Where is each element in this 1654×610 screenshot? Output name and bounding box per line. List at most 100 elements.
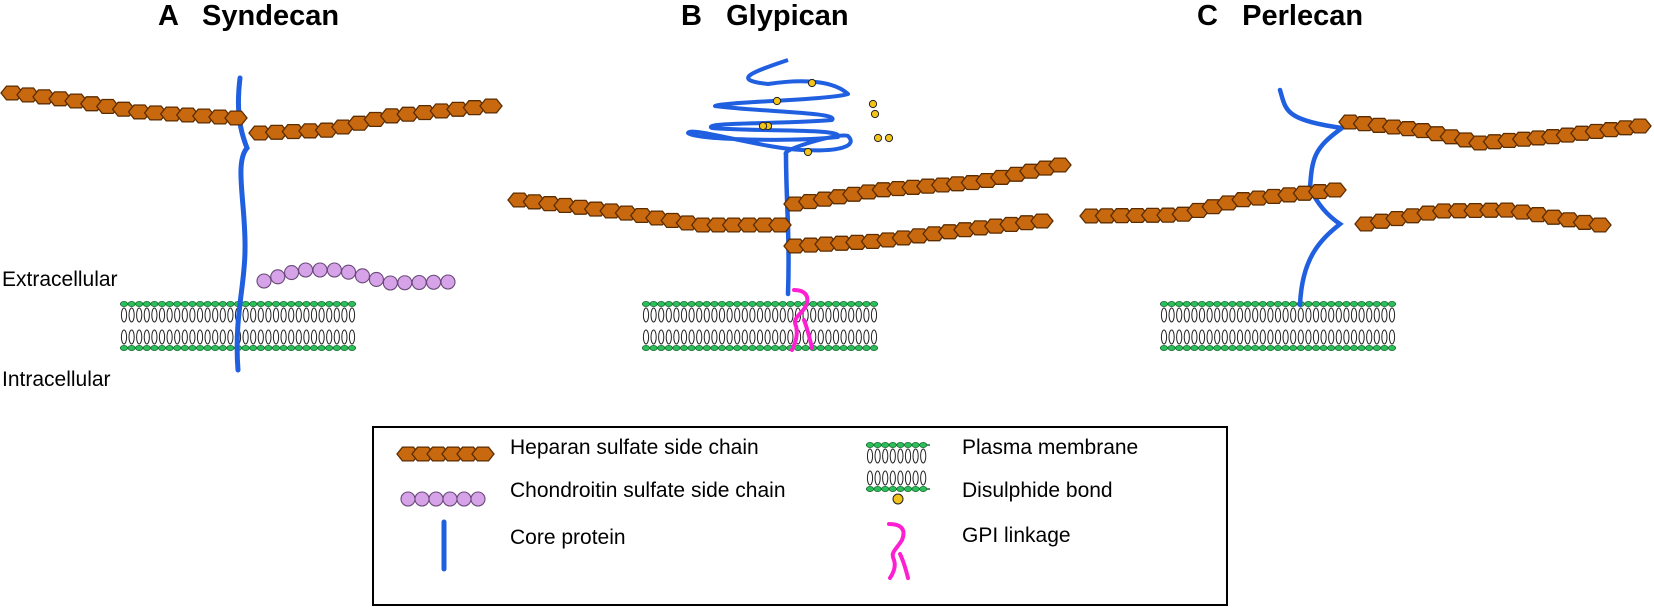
lipid-tail [1320, 307, 1327, 323]
lipid-tail [696, 329, 703, 345]
lipid-tail [764, 329, 771, 345]
heparan-unit [456, 446, 480, 462]
heparan-unit [175, 107, 200, 123]
lipid-head [1274, 344, 1283, 351]
heparan-unit [462, 100, 487, 116]
lipid-tail [680, 307, 688, 323]
lipid-tail [882, 470, 889, 486]
lipid-head [1205, 344, 1214, 351]
lipid-tail [779, 329, 786, 345]
lipid-head [801, 344, 810, 351]
lipid-head [294, 300, 303, 307]
legend: Heparan sulfate side chain Chondroitin s… [372, 426, 1228, 606]
lipid-tail [333, 307, 340, 323]
disulphide-bond [868, 99, 878, 109]
lipid-head [256, 300, 265, 307]
lipid-head [695, 344, 704, 351]
lipid-head [794, 300, 803, 307]
lipid-head [173, 344, 182, 351]
lipid-tail [1312, 329, 1320, 345]
lipid-tail [219, 329, 226, 345]
lipid-tail [265, 307, 272, 323]
heparan-unit [1079, 208, 1103, 224]
legend-core-label: Core protein [510, 526, 626, 549]
lipid-tail [1252, 329, 1259, 345]
lipid-tail [348, 329, 356, 345]
lipid-tail [726, 307, 733, 323]
lipid-tail [749, 329, 756, 345]
lipid-head [733, 300, 742, 307]
lipid-head [839, 344, 848, 351]
lipid-tail [741, 329, 748, 345]
legend-gpi-symbol [887, 522, 910, 580]
lipid-tail [848, 329, 855, 345]
lipid-tail [703, 329, 710, 345]
lipid-head [1357, 344, 1366, 351]
chondroitin-unit [411, 274, 427, 291]
lipid-tail [219, 307, 226, 323]
chondroitin-unit [426, 274, 442, 290]
chondroitin-unit [382, 275, 398, 291]
heparan-unit [191, 108, 216, 124]
lipid-head [211, 300, 220, 307]
chondroitin-unit [397, 275, 413, 291]
lipid-head [786, 300, 795, 307]
lipid-tail [665, 329, 672, 345]
lipid-head [1388, 344, 1397, 351]
lipid-head [680, 344, 689, 351]
lipid-tail [227, 329, 234, 345]
chondroitin-unit [440, 274, 456, 290]
lipid-head [1289, 300, 1298, 307]
lipid-head [1167, 344, 1176, 351]
lipid-tail [257, 307, 264, 323]
lipid-tail [912, 470, 919, 486]
lipid-head [1175, 344, 1184, 351]
lipid-tail [181, 329, 188, 345]
heparan-unit [1323, 182, 1347, 198]
lipid-head [309, 344, 318, 351]
lipid-head [1251, 344, 1260, 351]
lipid-head [778, 344, 787, 351]
lipid-tail [787, 307, 794, 323]
lipid-tail [1198, 329, 1206, 345]
lipid-head [832, 344, 841, 351]
disulphide-bond [772, 96, 782, 106]
lipid-head [756, 344, 765, 351]
lipid-tail [212, 329, 219, 345]
lipid-head [294, 344, 303, 351]
lipid-tail [189, 329, 196, 345]
lipid-tail [810, 307, 817, 323]
lipid-tail [696, 307, 703, 323]
lipid-tail [303, 307, 310, 323]
lipid-head [1312, 344, 1321, 351]
lipid-head [1220, 300, 1229, 307]
lipid-head [157, 300, 166, 307]
lipid-tail [326, 329, 333, 345]
lipid-head [1388, 300, 1397, 307]
chondroitin-unit [442, 491, 458, 507]
lipid-tail [1320, 329, 1327, 345]
lipid-tail [832, 307, 840, 323]
lipid-tail [1305, 329, 1312, 345]
lipid-head [854, 300, 863, 307]
lipid-head [862, 344, 871, 351]
lipid-tail [310, 307, 318, 323]
lipid-tail [151, 329, 158, 345]
lipid-head [664, 344, 673, 351]
lipid-tail [1373, 329, 1380, 345]
lipid-tail [166, 307, 173, 323]
lipid-tail [1183, 329, 1190, 345]
lipid-tail [897, 470, 904, 486]
lipid-tail [920, 470, 927, 486]
lipid-tail [272, 329, 280, 345]
core-protein-glypican-coil [686, 58, 853, 156]
lipid-tail [1244, 307, 1251, 323]
lipid-tail [341, 329, 348, 345]
lipid-head [816, 344, 825, 351]
legend-membrane-symbol [865, 441, 930, 492]
lipid-tail [242, 329, 249, 345]
lipid-tail [1358, 307, 1365, 323]
chondroitin-unit [270, 269, 286, 285]
lipid-head [256, 344, 265, 351]
lipid-tail [265, 329, 272, 345]
